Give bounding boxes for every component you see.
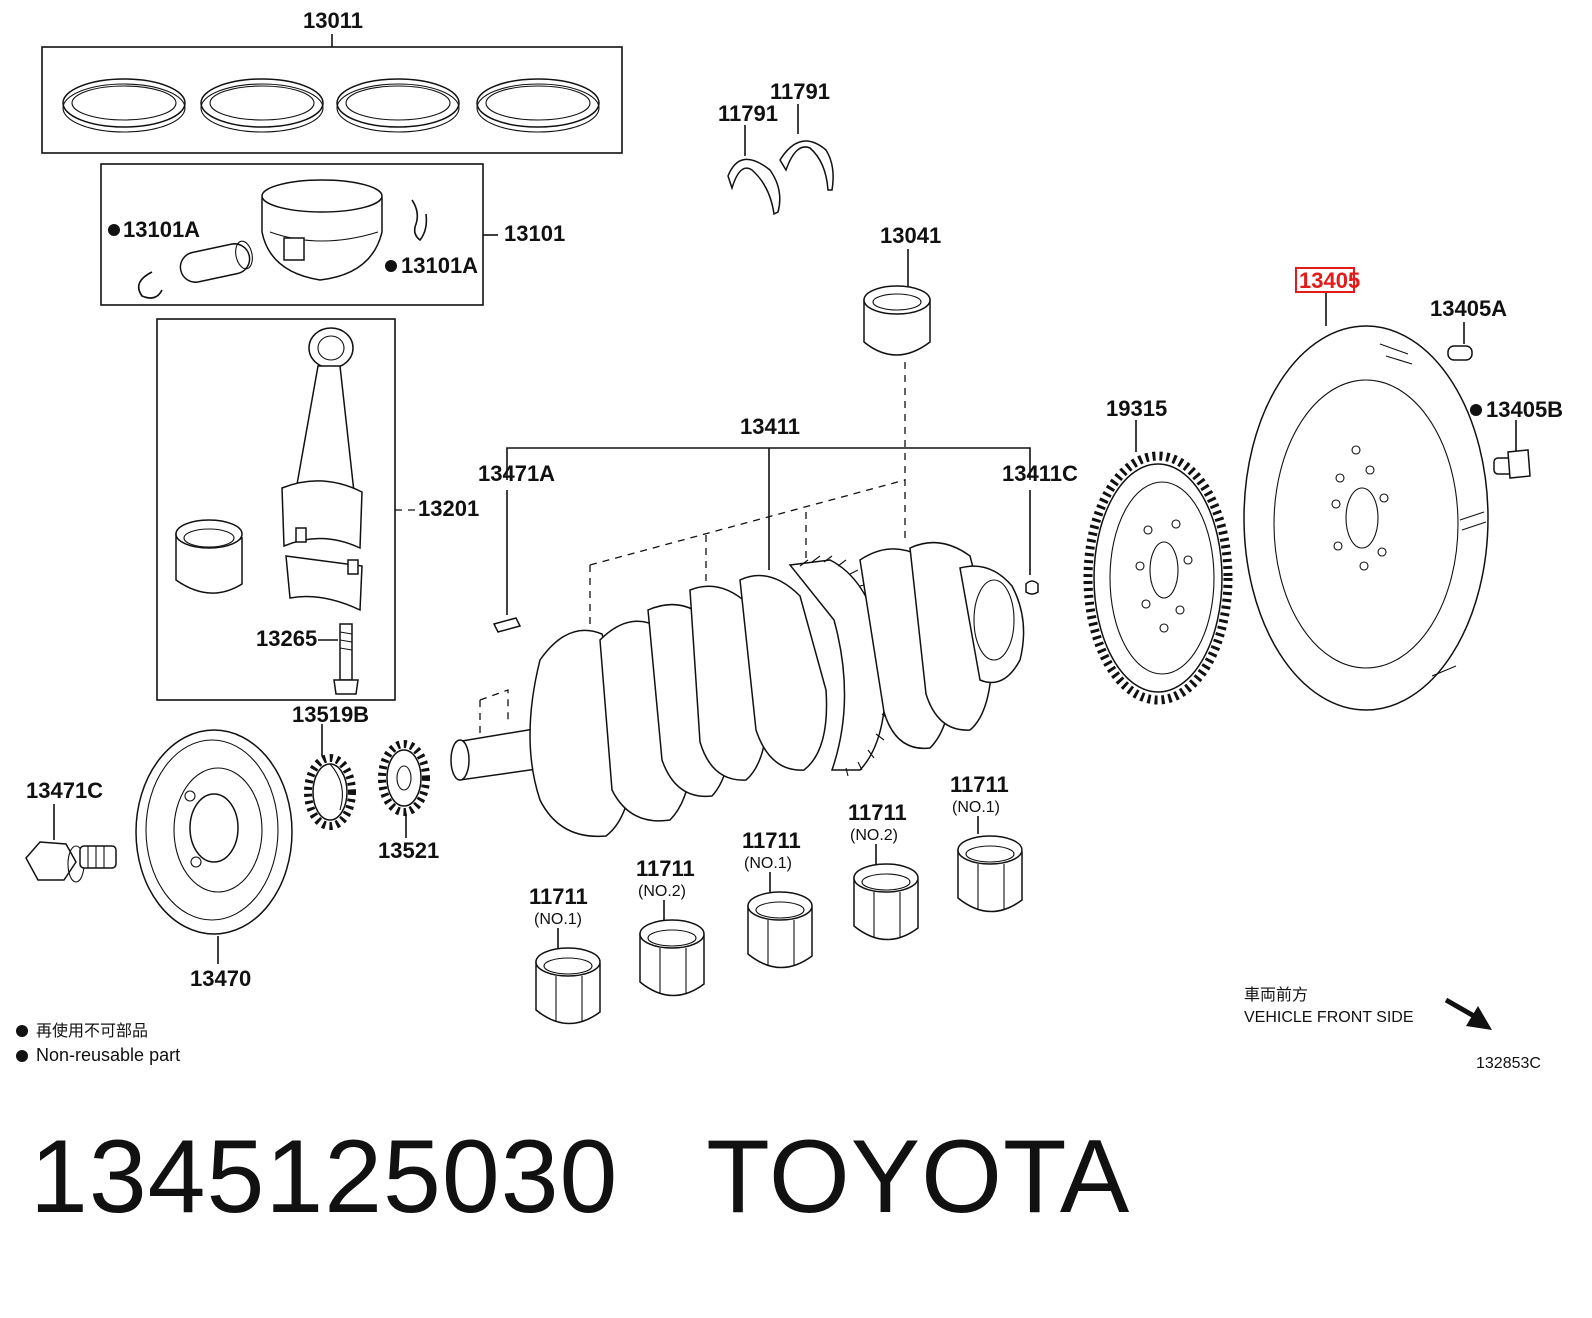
non-reusable-dot-icon [16, 1025, 28, 1038]
legend: 再使用不可部品 Non-reusable part [16, 1018, 180, 1067]
label-13521[interactable]: 13521 [378, 838, 439, 863]
key-icon [492, 617, 522, 633]
bushing-group[interactable]: 13041 [863, 223, 941, 540]
label-13201[interactable]: 13201 [418, 496, 479, 521]
drive-plate-group[interactable]: 13405 [1243, 267, 1489, 711]
plug-icon [1025, 580, 1039, 595]
piston-group[interactable]: 13101A 13101A 13101 [100, 163, 565, 306]
direction-label-en: VEHICLE FRONT SIDE [1244, 1009, 1414, 1026]
legend-row-en: Non-reusable part [16, 1043, 180, 1067]
legend-text-jp: 再使用不可部品 [36, 1021, 149, 1040]
thrust-washer-group[interactable]: 11791 11791 [718, 79, 834, 216]
main-bearing-group[interactable]: 11711 (NO.1) 11711 (NO.2) 11711 (NO.1) 1… [529, 772, 1023, 1025]
snap-ring-icon [137, 271, 163, 299]
label-11711[interactable]: 11711 [529, 884, 588, 909]
label-13405a[interactable]: 13405A [1430, 296, 1507, 321]
direction-label-jp: 車両前方 [1244, 985, 1308, 1004]
legend-row-jp: 再使用不可部品 [16, 1018, 180, 1043]
pulley-bolt-group[interactable]: 13471C [25, 778, 117, 883]
knock-pin-icon [1447, 345, 1473, 361]
label-13265[interactable]: 13265 [256, 626, 317, 651]
label-11791-right[interactable]: 11791 [770, 79, 830, 104]
piston-icon [261, 179, 383, 281]
main-bearing-icon [747, 891, 813, 969]
timing-rotor-icon [1083, 451, 1233, 705]
label-13470[interactable]: 13470 [190, 966, 251, 991]
bearing-sub-label: (NO.2) [850, 827, 898, 844]
crank-pulley-group[interactable]: 13470 [135, 729, 293, 991]
bearing-sub-label: (NO.1) [534, 911, 582, 928]
arrow-down-right-icon [1444, 997, 1492, 1030]
bolt-icon [25, 841, 117, 883]
bearing-sub-label: (NO.1) [744, 855, 792, 872]
non-reusable-dot-icon [108, 224, 120, 236]
label-13519b[interactable]: 13519B [292, 702, 369, 727]
caption-gap [618, 1119, 706, 1235]
non-reusable-dot-icon [1470, 404, 1482, 416]
knock-pin-group[interactable]: 13405A [1430, 296, 1507, 361]
label-11711[interactable]: 11711 [742, 828, 801, 853]
label-13041[interactable]: 13041 [880, 223, 941, 248]
sprocket-icon [304, 754, 356, 830]
oil-pump-sprocket-group[interactable]: 13521 [378, 740, 439, 863]
diagram-code: 132853C [1476, 1055, 1541, 1072]
part-number: 1345125030 [30, 1119, 619, 1235]
footer-caption: 1345125030 TOYOTA [30, 1125, 1130, 1229]
timing-rotor-group[interactable]: 19315 [1083, 396, 1233, 705]
main-bearing-icon [639, 919, 705, 997]
label-11711[interactable]: 11711 [636, 856, 695, 881]
label-13405b[interactable]: 13405B [1486, 397, 1563, 422]
label-13471c[interactable]: 13471C [26, 778, 103, 803]
label-11711[interactable]: 11711 [950, 772, 1009, 797]
drive-plate-icon [1243, 325, 1489, 711]
non-reusable-dot-icon [385, 260, 397, 272]
rod-bolt-icon [333, 623, 359, 695]
label-13101a-left[interactable]: 13101A [123, 217, 200, 242]
crankshaft-icon [450, 541, 1025, 838]
crank-pulley-icon [135, 729, 293, 935]
crank-sprocket-group[interactable]: 13519B [292, 702, 369, 830]
piston-ring-icon [62, 78, 186, 133]
label-13011[interactable]: 13011 [303, 8, 363, 33]
vehicle-front-indicator: 車両前方 VEHICLE FRONT SIDE 132853C [1244, 985, 1541, 1072]
label-13411c[interactable]: 13411C [1002, 461, 1078, 486]
main-bearing-icon [535, 947, 601, 1025]
label-11791-left[interactable]: 11791 [718, 101, 778, 126]
brand-name: TOYOTA [706, 1119, 1131, 1235]
sprocket-icon [378, 740, 430, 816]
thrust-washer-icon [727, 158, 781, 216]
piston-ring-icon [336, 78, 460, 133]
rod-bearing-icon [175, 519, 243, 594]
connecting-rod-group[interactable]: 13201 13265 [156, 318, 479, 701]
thrust-washer-icon [779, 140, 834, 191]
drive-plate-bolt-group[interactable]: 13405B [1470, 397, 1563, 479]
bolt-icon [1493, 449, 1531, 479]
label-13101a-right[interactable]: 13101A [401, 253, 478, 278]
label-13405[interactable]: 13405 [1299, 268, 1360, 293]
non-reusable-dot-icon [16, 1050, 28, 1063]
legend-text-en: Non-reusable part [36, 1045, 181, 1065]
label-13101[interactable]: 13101 [504, 221, 565, 246]
piston-pin-icon [179, 240, 253, 283]
snap-ring-icon [411, 199, 428, 242]
label-19315[interactable]: 19315 [1106, 396, 1167, 421]
bushing-icon [863, 285, 931, 356]
connecting-rod-icon [281, 327, 363, 612]
crankshaft-group[interactable]: 13411 13471A 13411C [450, 414, 1078, 838]
main-bearing-icon [957, 835, 1023, 913]
label-13411[interactable]: 13411 [740, 414, 800, 439]
bearing-sub-label: (NO.1) [952, 799, 1000, 816]
piston-ring-icon [200, 78, 324, 133]
label-13471a[interactable]: 13471A [478, 461, 555, 486]
bearing-sub-label: (NO.2) [638, 883, 686, 900]
piston-ring-set-group[interactable]: 13011 [41, 8, 623, 154]
main-bearing-icon [853, 863, 919, 941]
piston-ring-icon [476, 78, 600, 133]
highlight-box [1295, 267, 1355, 293]
label-11711[interactable]: 11711 [848, 800, 907, 825]
